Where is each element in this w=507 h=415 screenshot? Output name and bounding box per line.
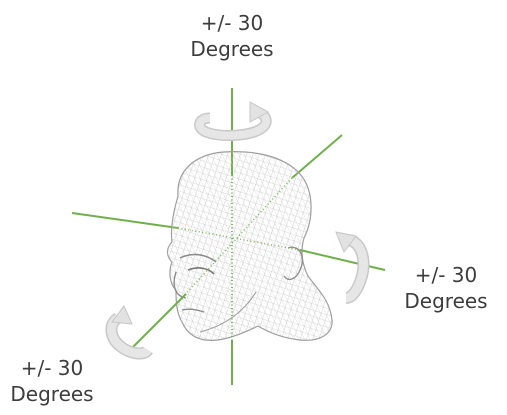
eye-brow (179, 253, 217, 263)
horizontal-axis-right (299, 249, 386, 271)
mouth (181, 308, 205, 313)
pitch-angle-value: +/- 30 (414, 263, 478, 287)
pitch-rotation-arrow-icon (335, 231, 370, 304)
head-mesh-overlay (167, 151, 333, 341)
pitch-angle-unit: Degrees (404, 289, 488, 313)
yaw-angle-label: +/- 30 Degrees (176, 10, 288, 62)
wireframe-head (166, 151, 333, 341)
pitch-angle-label: +/- 30 Degrees (390, 262, 502, 314)
roll-angle-value: +/- 30 (20, 356, 84, 380)
axis-lines-front (127, 175, 386, 385)
depth-axis-lower (127, 293, 187, 353)
roll-rotation-arrow-icon (105, 305, 153, 360)
yaw-angle-value: +/- 30 (200, 11, 264, 35)
yaw-angle-unit: Degrees (190, 37, 274, 61)
roll-angle-unit: Degrees (10, 382, 94, 406)
horizontal-axis-left (71, 212, 179, 229)
jaw-line (199, 291, 257, 333)
ear (283, 246, 304, 281)
depth-axis-upper (291, 134, 343, 179)
eye (187, 267, 215, 275)
yaw-rotation-arrow-icon (194, 101, 272, 141)
roll-angle-label: +/- 30 Degrees (0, 355, 104, 407)
